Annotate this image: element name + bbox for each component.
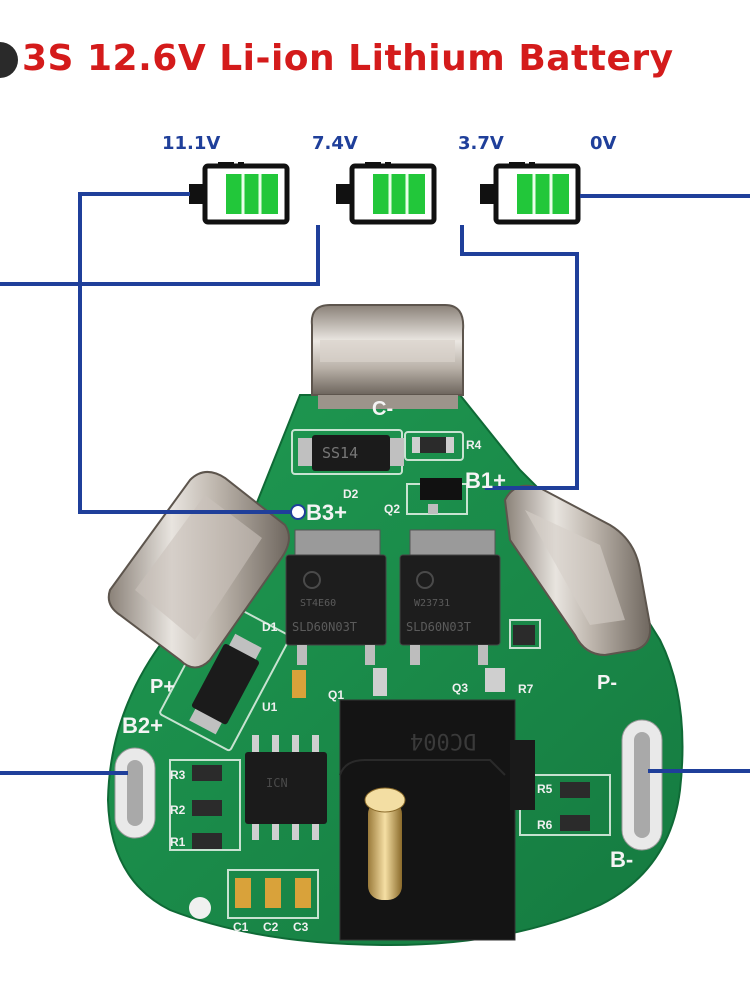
b2-pad (114, 747, 156, 839)
battery-cell-3-icon (480, 162, 581, 225)
label-r2: R2 (170, 803, 186, 817)
battery-cell-2-icon (336, 162, 437, 225)
label-r5: R5 (537, 782, 553, 796)
diode-marking: SS14 (322, 444, 359, 462)
label-b3: B3+ (306, 500, 347, 525)
connector-marking: DC004 (410, 728, 477, 753)
mount-hole (189, 897, 211, 919)
smd-components (192, 437, 590, 908)
label-d2: D2 (343, 487, 359, 501)
b-minus-pad (621, 719, 663, 851)
ic-u1 (245, 735, 327, 840)
p-plus-terminal (107, 471, 290, 669)
label-c3: C3 (293, 920, 309, 934)
mosfet-left-marking: SLD60N03T (292, 620, 358, 634)
battery-cell-1-icon (189, 162, 290, 225)
label-q1: Q1 (328, 688, 345, 702)
label-r7: R7 (518, 682, 534, 696)
voltage-label-11v: 11.1V (162, 133, 221, 154)
voltage-label-0v: 0V (590, 133, 617, 154)
label-p-plus: P+ (150, 676, 176, 698)
diode-d2 (298, 435, 404, 471)
label-b-minus: B- (610, 847, 634, 872)
label-q3: Q3 (452, 681, 469, 695)
mosfet-right-marking: SLD60N03T (406, 620, 472, 634)
label-b1: B1+ (465, 468, 506, 493)
label-c1: C1 (233, 920, 249, 934)
label-r3: R3 (170, 768, 186, 782)
voltage-label-3v: 3.7V (458, 133, 504, 154)
label-c2: C2 (263, 920, 279, 934)
label-p-minus: P- (597, 672, 617, 694)
label-c-minus: C- (372, 398, 394, 420)
brand-logo-icon (0, 42, 18, 78)
wiring (0, 192, 750, 775)
ic-marking: ICN (266, 776, 288, 790)
label-r4: R4 (466, 438, 482, 452)
mosfet-q3 (399, 529, 501, 665)
label-b2: B2+ (122, 713, 163, 738)
title-bar: 3S 12.6V Li-ion Lithium Battery (0, 30, 750, 90)
page-title: 3S 12.6V Li-ion Lithium Battery (22, 38, 674, 79)
label-u1: U1 (262, 700, 278, 714)
label-r1: R1 (170, 835, 186, 849)
mosfet-right-code: W23731 (414, 598, 451, 609)
label-r6: R6 (537, 818, 553, 832)
mosfet-q1 (285, 529, 387, 665)
dc-connector (339, 699, 535, 941)
mosfet-left-code: ST4E60 (300, 598, 337, 609)
c-minus-terminal (310, 304, 465, 409)
label-d1: D1 (262, 620, 278, 634)
label-q2: Q2 (384, 502, 401, 516)
voltage-label-7v: 7.4V (312, 133, 358, 154)
diode-d1 (189, 633, 262, 735)
